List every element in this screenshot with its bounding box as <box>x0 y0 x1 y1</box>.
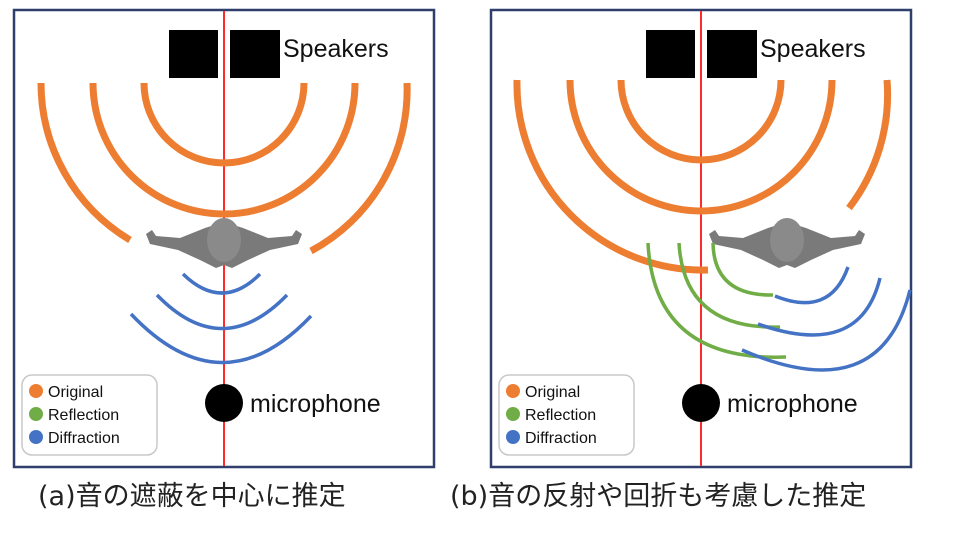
original-waves <box>37 82 411 255</box>
diffraction-wave <box>181 272 262 295</box>
diffraction-wave <box>129 312 313 365</box>
legend: Original Reflection Diffraction <box>21 374 158 456</box>
original-wave <box>846 79 892 211</box>
diffraction-wave <box>774 266 850 305</box>
legend-label-reflection: Reflection <box>525 407 596 424</box>
original-wave <box>309 82 411 255</box>
original-wave <box>140 82 308 167</box>
panel-a: Speakers microphone Original R <box>12 8 436 512</box>
speakers-label: Speakers <box>760 35 866 63</box>
panel-a-caption: (a)音の遮蔽を中心に推定 <box>38 481 346 512</box>
original-wave <box>37 82 132 244</box>
speaker-icon <box>707 30 757 78</box>
legend-swatch-original <box>29 384 43 398</box>
legend-swatch-original <box>506 384 520 398</box>
legend-label-reflection: Reflection <box>48 407 119 424</box>
panel-b: Speakers microphone <box>450 8 913 512</box>
original-waves <box>513 79 892 274</box>
diffraction-wave <box>741 289 912 372</box>
legend-label-diffraction: Diffraction <box>525 430 597 447</box>
diffraction-waves <box>741 266 912 372</box>
legend-label-diffraction: Diffraction <box>48 430 120 447</box>
original-wave <box>89 82 359 218</box>
diffraction-waves <box>129 272 313 365</box>
reflection-wave <box>711 242 774 297</box>
legend-swatch-diffraction <box>29 430 43 444</box>
original-wave <box>513 79 709 274</box>
legend-box <box>498 374 635 456</box>
microphone-label: microphone <box>250 390 381 418</box>
legend-swatch-diffraction <box>506 430 520 444</box>
speaker-icon <box>230 30 280 78</box>
diffraction-wave <box>757 277 882 337</box>
legend-swatch-reflection <box>506 407 520 421</box>
speakers-label: Speakers <box>283 35 389 63</box>
panel-b-caption: (b)音の反射や回折も考慮した推定 <box>450 481 866 512</box>
reflection-wave <box>677 242 781 329</box>
person-topview-icon <box>146 218 302 268</box>
microphone-label: microphone <box>727 390 858 418</box>
microphone-icon <box>682 384 720 422</box>
diffraction-wave <box>155 293 289 331</box>
person-topview-icon <box>709 218 865 268</box>
legend-box <box>21 374 158 456</box>
legend-swatch-reflection <box>29 407 43 421</box>
legend-label-original: Original <box>48 384 103 401</box>
microphone-icon <box>205 384 243 422</box>
legend: Original Reflection Diffraction <box>498 374 635 456</box>
speaker-icon <box>646 30 695 78</box>
legend-label-original: Original <box>525 384 580 401</box>
original-wave <box>566 79 836 215</box>
speaker-icon <box>169 30 218 78</box>
original-wave <box>617 79 785 164</box>
